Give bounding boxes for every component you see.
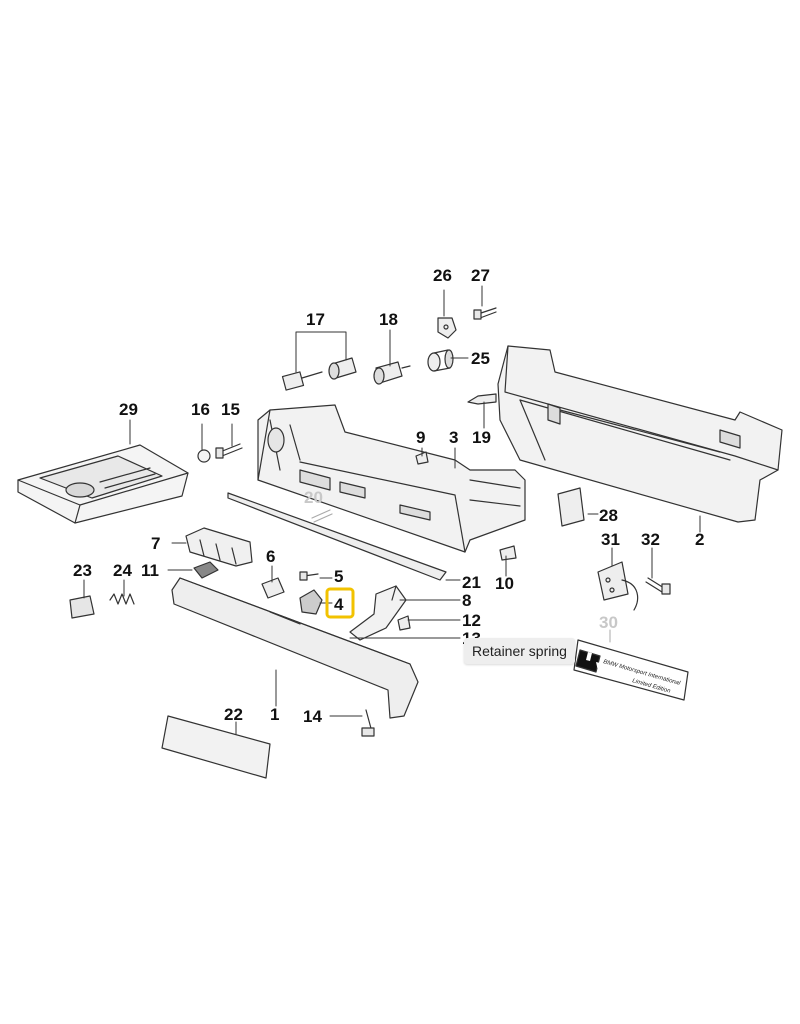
- pin-part: [467, 393, 497, 405]
- callout-15[interactable]: 15: [221, 400, 240, 419]
- retainer-spring-part: [299, 589, 323, 615]
- callout-8[interactable]: 8: [462, 591, 471, 610]
- screw-part-32: [645, 577, 671, 595]
- part-tooltip: Retainer spring: [464, 638, 575, 664]
- callout-6[interactable]: 6: [266, 547, 275, 566]
- callout-19[interactable]: 19: [472, 428, 491, 447]
- clip-part-9: [415, 451, 429, 465]
- callout-18[interactable]: 18: [379, 310, 398, 329]
- callout-21[interactable]: 21: [462, 573, 481, 592]
- motorsport-emblem: [573, 639, 689, 701]
- callout-16[interactable]: 16: [191, 400, 210, 419]
- callout-7[interactable]: 7: [151, 534, 160, 553]
- callout-22[interactable]: 22: [224, 705, 243, 724]
- pin-part-20: [311, 509, 333, 523]
- callout-11[interactable]: 11: [141, 561, 159, 580]
- bushing-part: [427, 349, 454, 372]
- callout-31[interactable]: 31: [601, 530, 620, 549]
- callout-20[interactable]: 20: [304, 488, 323, 507]
- callout-14[interactable]: 14: [303, 707, 322, 726]
- callout-9[interactable]: 9: [416, 428, 425, 447]
- callout-25[interactable]: 25: [471, 349, 490, 368]
- callout-labels: 26 27 17 18 25 29 16 15 9 3 19 20 28 2 7…: [73, 266, 704, 726]
- callout-29[interactable]: 29: [119, 400, 138, 419]
- spring-part: [109, 593, 135, 605]
- trim-strip-part: [227, 492, 447, 581]
- callout-24[interactable]: 24: [113, 561, 132, 580]
- pad-part: [193, 561, 219, 579]
- cover-part-28: [557, 487, 585, 527]
- callout-1[interactable]: 1: [270, 705, 279, 724]
- lock-cylinder-part: [373, 361, 411, 385]
- lever-part: [349, 585, 407, 641]
- screw-part-5: [299, 571, 319, 581]
- plate-part: [161, 715, 271, 779]
- callout-2[interactable]: 2: [695, 530, 704, 549]
- button-part: [69, 595, 95, 619]
- callout-4[interactable]: 4: [334, 595, 344, 614]
- callout-17[interactable]: 17: [306, 310, 325, 329]
- lock-barrel-part: [281, 357, 357, 391]
- door-part: [171, 577, 419, 719]
- callout-30[interactable]: 30: [599, 613, 618, 632]
- hinge-part: [597, 561, 639, 611]
- highlight-box: [325, 587, 355, 619]
- callout-23[interactable]: 23: [73, 561, 92, 580]
- washer-part: [437, 317, 457, 339]
- callout-10[interactable]: 10: [495, 574, 514, 593]
- callout-26[interactable]: 26: [433, 266, 452, 285]
- nut-part: [397, 615, 411, 631]
- callout-12[interactable]: 12: [462, 611, 481, 630]
- screw-part-15: [215, 443, 243, 459]
- callout-3[interactable]: 3: [449, 428, 458, 447]
- clip-part-10: [499, 545, 517, 561]
- leader-lines: [83, 285, 701, 735]
- cap-part: [197, 449, 211, 463]
- callout-5[interactable]: 5: [334, 567, 343, 586]
- screw-part-27: [473, 307, 497, 320]
- callout-32[interactable]: 32: [641, 530, 660, 549]
- callout-27[interactable]: 27: [471, 266, 490, 285]
- bracket-part: [185, 527, 253, 567]
- callout-28[interactable]: 28: [599, 506, 618, 525]
- latch-part: [261, 577, 285, 599]
- tray-part: [17, 444, 189, 524]
- housing-part: [257, 404, 526, 553]
- screw-part-14: [361, 709, 375, 737]
- glovebox-part: [497, 345, 783, 523]
